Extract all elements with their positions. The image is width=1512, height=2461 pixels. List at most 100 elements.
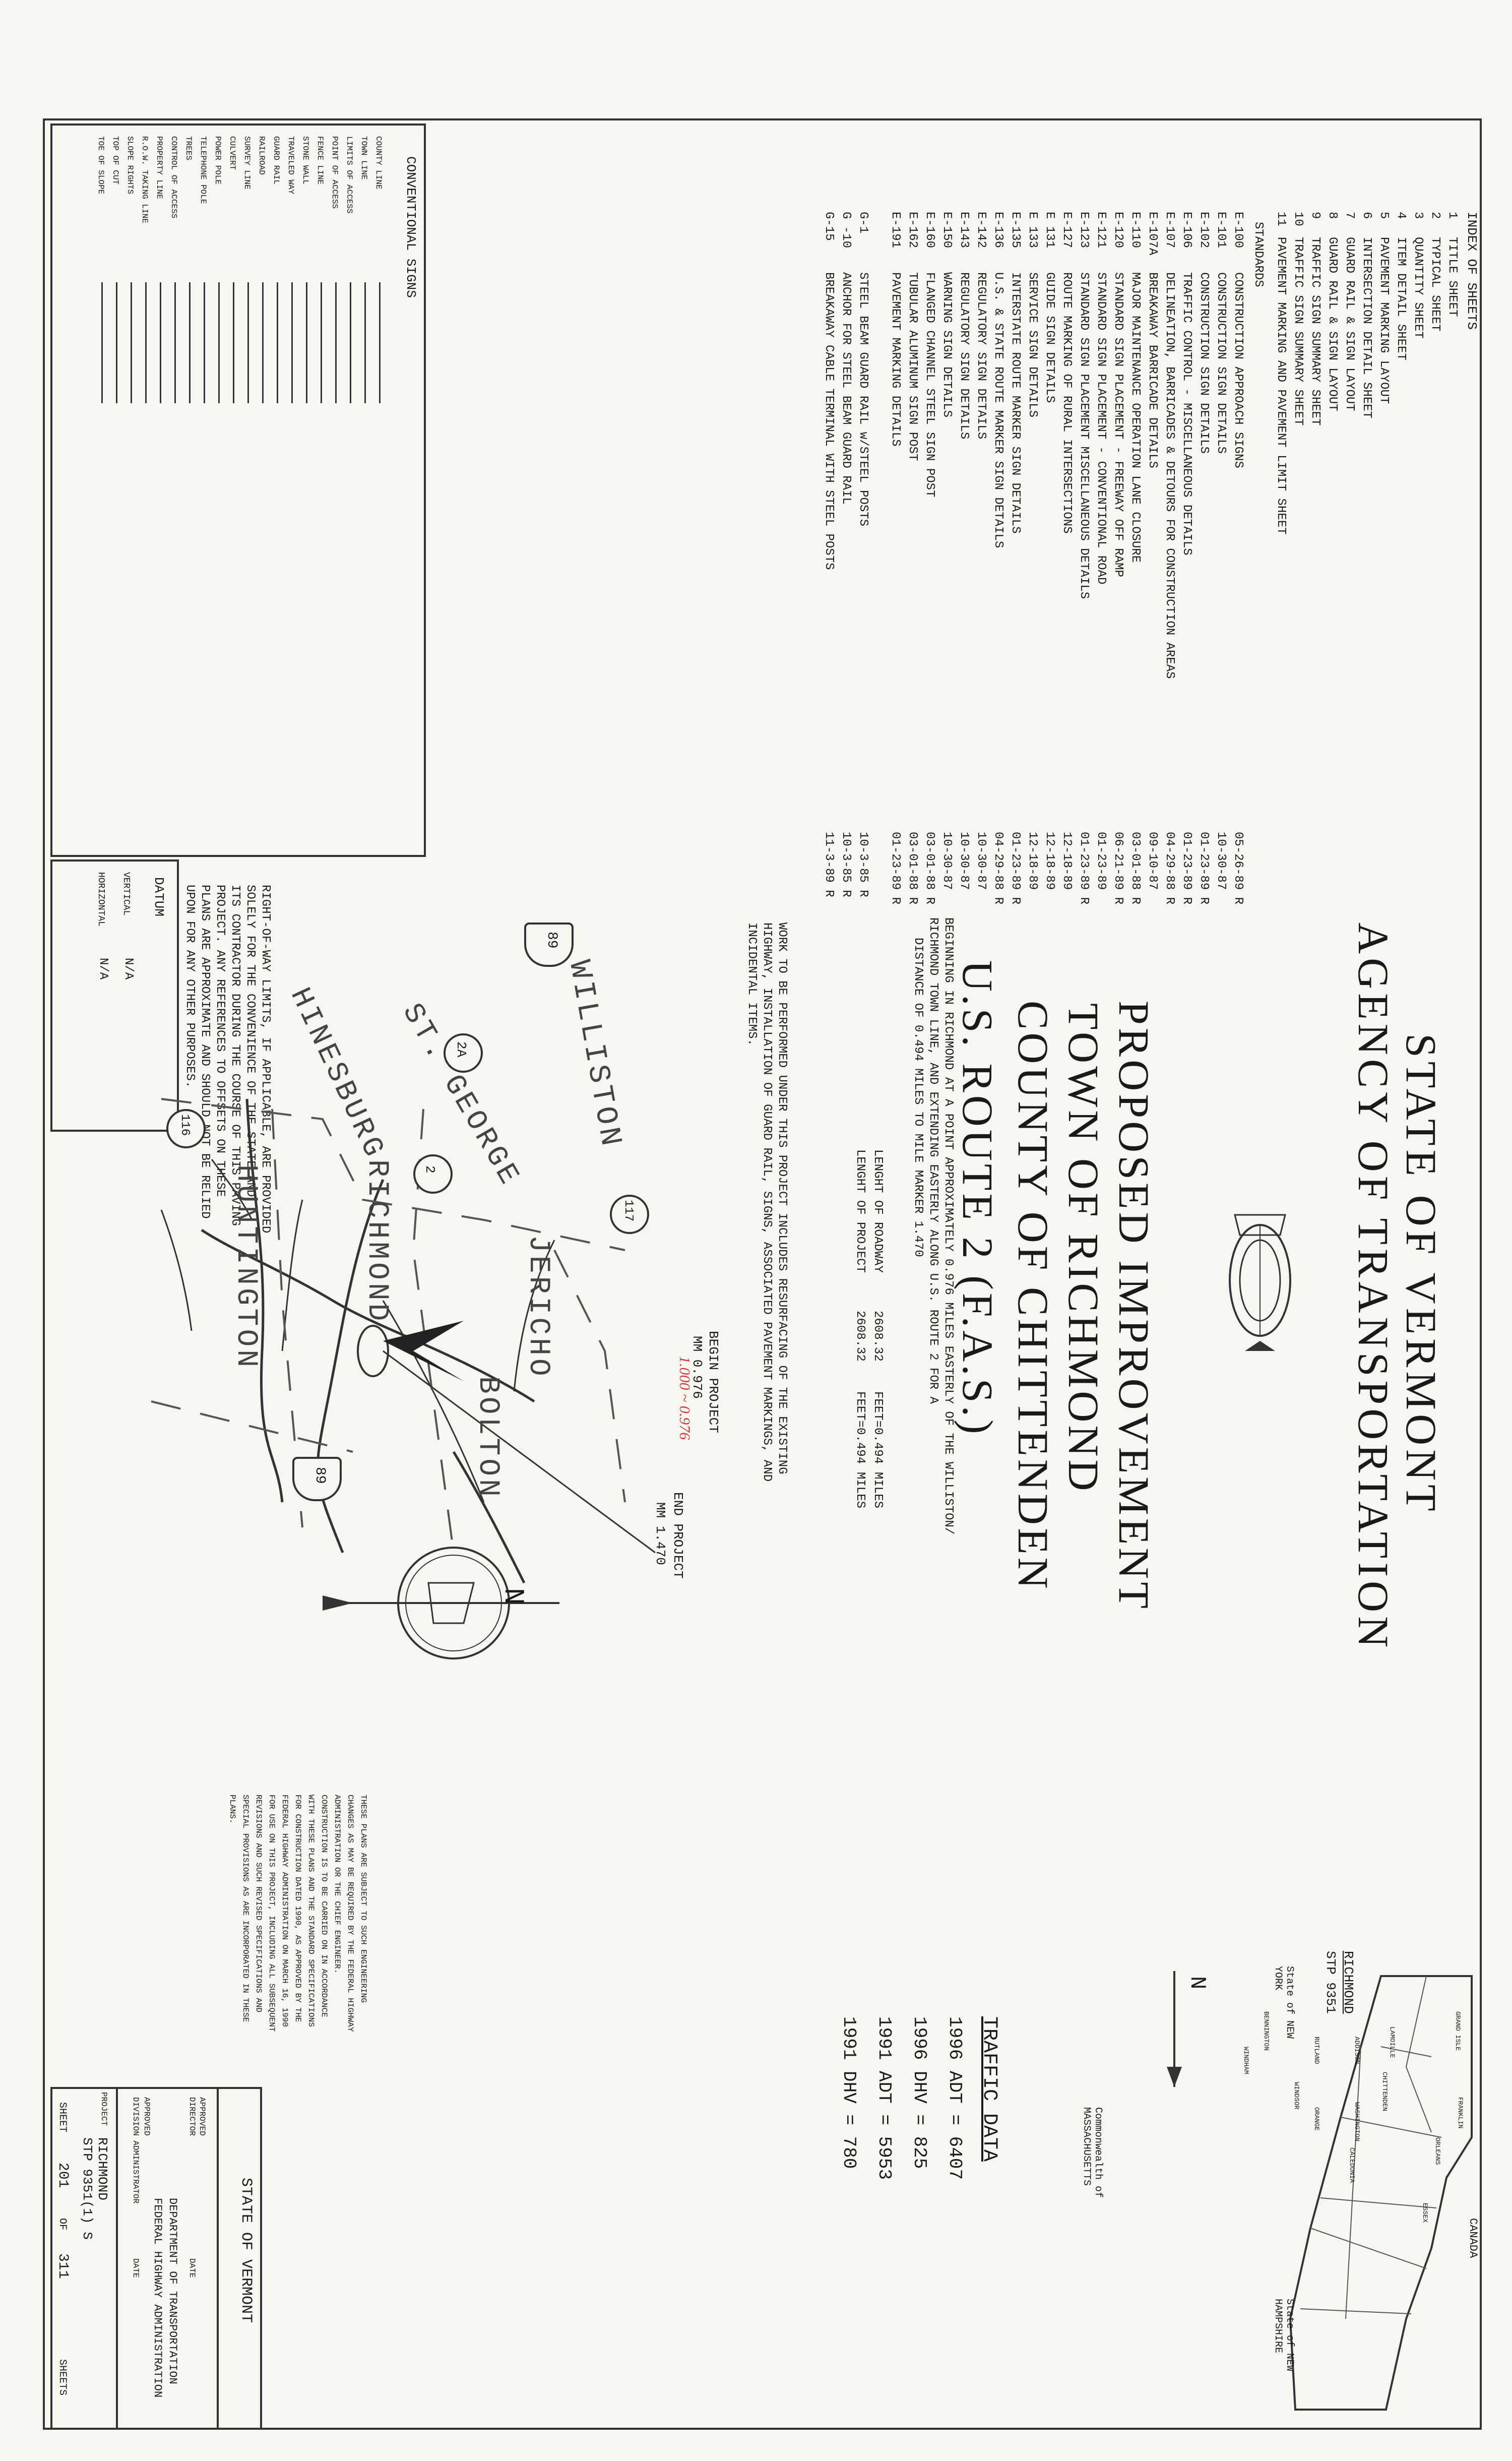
sheet-index-label: TRAFFIC SIGN SUMMARY SHEET — [1291, 237, 1305, 426]
conventional-sign-label: RAILROAD — [257, 136, 266, 175]
end-project-mm: MM 1.470 — [653, 1502, 668, 1565]
standard-label: STANDARD SIGN PLACEMENT MISCELLANEOUS DE… — [1077, 272, 1091, 599]
conventional-sign-symbol — [174, 282, 176, 403]
standard-label: CONSTRUCTION SIGN DETAILS — [1197, 272, 1211, 454]
canada-label: CANADA — [1467, 2218, 1479, 2258]
standard-code: E-107A — [1146, 212, 1159, 256]
sheet-index-number: 4 — [1394, 212, 1408, 219]
town-jericho: JERICHO — [522, 1235, 554, 1379]
index-title: INDEX OF SHEETS — [1464, 212, 1479, 330]
traffic-dhv-1996: 1996 DHV = 825 — [909, 2016, 930, 2169]
route-89-shield-icon — [524, 922, 574, 967]
title-block-project-number: STP 9351(1) S — [80, 2137, 95, 2240]
conventional-signs-box — [50, 124, 426, 857]
route-116-label: 116 — [178, 1114, 192, 1136]
town-huntington: HUNTINGTON — [229, 1164, 262, 1371]
route-117-shield-icon — [610, 1195, 649, 1234]
standard-code: E-121 — [1094, 212, 1108, 249]
county-title: COUNTY OF CHITTENDEN — [1009, 1001, 1057, 1592]
description-line1: BEGINNING IN RICHMOND AT A POINT APPROXI… — [941, 917, 955, 1535]
standard-date: 10-3-85 R — [839, 832, 853, 897]
standard-date: 11-3-89 R — [822, 832, 836, 897]
sheet-index-label: TITLE SHEET — [1445, 237, 1459, 317]
conventional-sign-label: SURVEY LINE — [242, 136, 251, 190]
conventional-sign-symbol — [262, 282, 264, 403]
sheet-border — [43, 118, 1482, 2430]
county-label: CALEDONIA — [1348, 2147, 1356, 2183]
standard-label: U.S. & STATE ROUTE MARKER SIGN DETAILS — [991, 272, 1005, 548]
title-block — [50, 2087, 262, 2430]
sheet-index-label: GUARD RAIL & SIGN LAYOUT — [1343, 237, 1356, 411]
route-89-label: 89 — [544, 932, 559, 949]
datum-box — [50, 859, 179, 1132]
title-block-fhwa: FEDERAL HIGHWAY ADMINISTRATION — [151, 2198, 164, 2398]
sheet-index-number: 11 — [1274, 212, 1288, 226]
north-label: N — [497, 1588, 529, 1605]
conventional-sign-symbol — [145, 282, 147, 403]
title-block-project-name: RICHMOND — [95, 2137, 110, 2200]
sheet-index-number: 2 — [1428, 212, 1442, 219]
route-title: U.S. ROUTE 2 (F.A.S.) — [954, 960, 1002, 1437]
standard-code: E-127 — [1060, 212, 1074, 249]
spec-note-line: WITH THESE PLANS AND THE STANDARD SPECIF… — [306, 1795, 316, 2027]
standard-date: 01-23-89 R — [889, 832, 902, 905]
spec-note-line: FEDERAL HIGHWAY ADMINISTRATION ON MARCH … — [280, 1795, 289, 2027]
county-label: RUTLAND — [1313, 2037, 1320, 2064]
standard-label: ANCHOR FOR STEEL BEAM GUARD RAIL — [839, 272, 853, 505]
conventional-sign-label: TOE OF SLOPE — [96, 136, 105, 195]
standard-date: 01-23-89 R — [1180, 832, 1193, 905]
title-block-of-label: OF — [56, 2218, 68, 2231]
standard-label: REGULATORY SIGN DETAILS — [974, 272, 988, 440]
conventional-sign-label: FENCE LINE — [316, 136, 325, 185]
conventional-sign-symbol — [247, 282, 249, 403]
standard-date: 10-30-87 — [957, 832, 971, 890]
roadway-length-feet: 2608.32 — [871, 1311, 885, 1362]
conventional-sign-label: TOP OF CUT — [111, 136, 120, 185]
title-block-approved-2: APPROVED — [142, 2097, 151, 2136]
standard-code: E-143 — [957, 212, 971, 249]
standard-label: SERVICE SIGN DETAILS — [1026, 272, 1039, 418]
standard-date: 01-23-89 R — [1197, 832, 1211, 905]
standard-date: 04-29-88 R — [1163, 832, 1176, 905]
county-label: WASHINGTON — [1353, 2102, 1361, 2142]
conventional-sign-symbol — [131, 282, 132, 403]
standard-code: E-142 — [974, 212, 988, 249]
conventional-sign-symbol — [306, 282, 307, 403]
standard-date: 10-3-85 R — [856, 832, 870, 897]
standard-code: E-107 — [1163, 212, 1176, 249]
conventional-sign-label: TRAVELED WAY — [286, 136, 295, 195]
conventional-sign-symbol — [321, 282, 322, 403]
standard-code: E-123 — [1077, 212, 1091, 249]
description-line3: DISTANCE OF 0.494 MILES TO MILE MARKER 1… — [911, 938, 925, 1257]
spec-note-line: SPECIAL PROVISIONS AS ARE INCORPORATED I… — [241, 1795, 250, 2022]
spec-note-line: ADMINISTRATION OR THE CHIEF ENGINEER. — [333, 1795, 342, 1974]
spec-note-line: REVISIONS AND SUCH REVISED SPECIFICATION… — [254, 1795, 263, 2013]
agency-title: AGENCY OF TRANSPORTATION — [1349, 922, 1398, 1652]
conventional-sign-label: CONTROL OF ACCESS — [169, 136, 178, 219]
standard-date: 01-23-89 — [1094, 832, 1108, 890]
roadway-length-miles: FEET=0.494 — [871, 1391, 885, 1464]
conventional-sign-symbol — [277, 282, 278, 403]
conventional-sign-label: GUARD RAIL — [272, 136, 281, 185]
county-label: GRAND ISLE — [1454, 2011, 1462, 2051]
standard-label: CONSTRUCTION SIGN DETAILS — [1214, 272, 1228, 454]
standard-code: E-120 — [1111, 212, 1125, 249]
conventional-sign-symbol — [116, 282, 117, 403]
standard-code: E-106 — [1180, 212, 1193, 249]
conventional-sign-label: TELEPHONE POLE — [199, 136, 208, 204]
conventional-sign-label: STONE WALL — [301, 136, 310, 185]
conventional-sign-label: LIMITS OF ACCESS — [345, 136, 354, 214]
county-label: BENNINGTON — [1263, 2011, 1270, 2051]
title-block-dept: DEPARTMENT OF TRANSPORTATION — [166, 2198, 179, 2384]
route-2-label: 2 — [422, 1165, 437, 1174]
standard-code: E-100 — [1231, 212, 1245, 249]
route-2-shield-icon — [413, 1154, 453, 1194]
standard-label: MAJOR MAINTENANCE OPERATION LANE CLOSURE — [1128, 272, 1142, 563]
project-length-miles: FEET=0.494 — [853, 1391, 867, 1464]
title-block-sheet-num: 201 — [55, 2163, 71, 2188]
title-block-divider-1 — [217, 2087, 219, 2430]
title-block-sheet-label: SHEET — [56, 2102, 68, 2133]
sheet-index-label: INTERSECTION DETAIL SHEET — [1360, 237, 1373, 419]
traffic-adt-1991: 1991 ADT = 5953 — [874, 2016, 895, 2180]
